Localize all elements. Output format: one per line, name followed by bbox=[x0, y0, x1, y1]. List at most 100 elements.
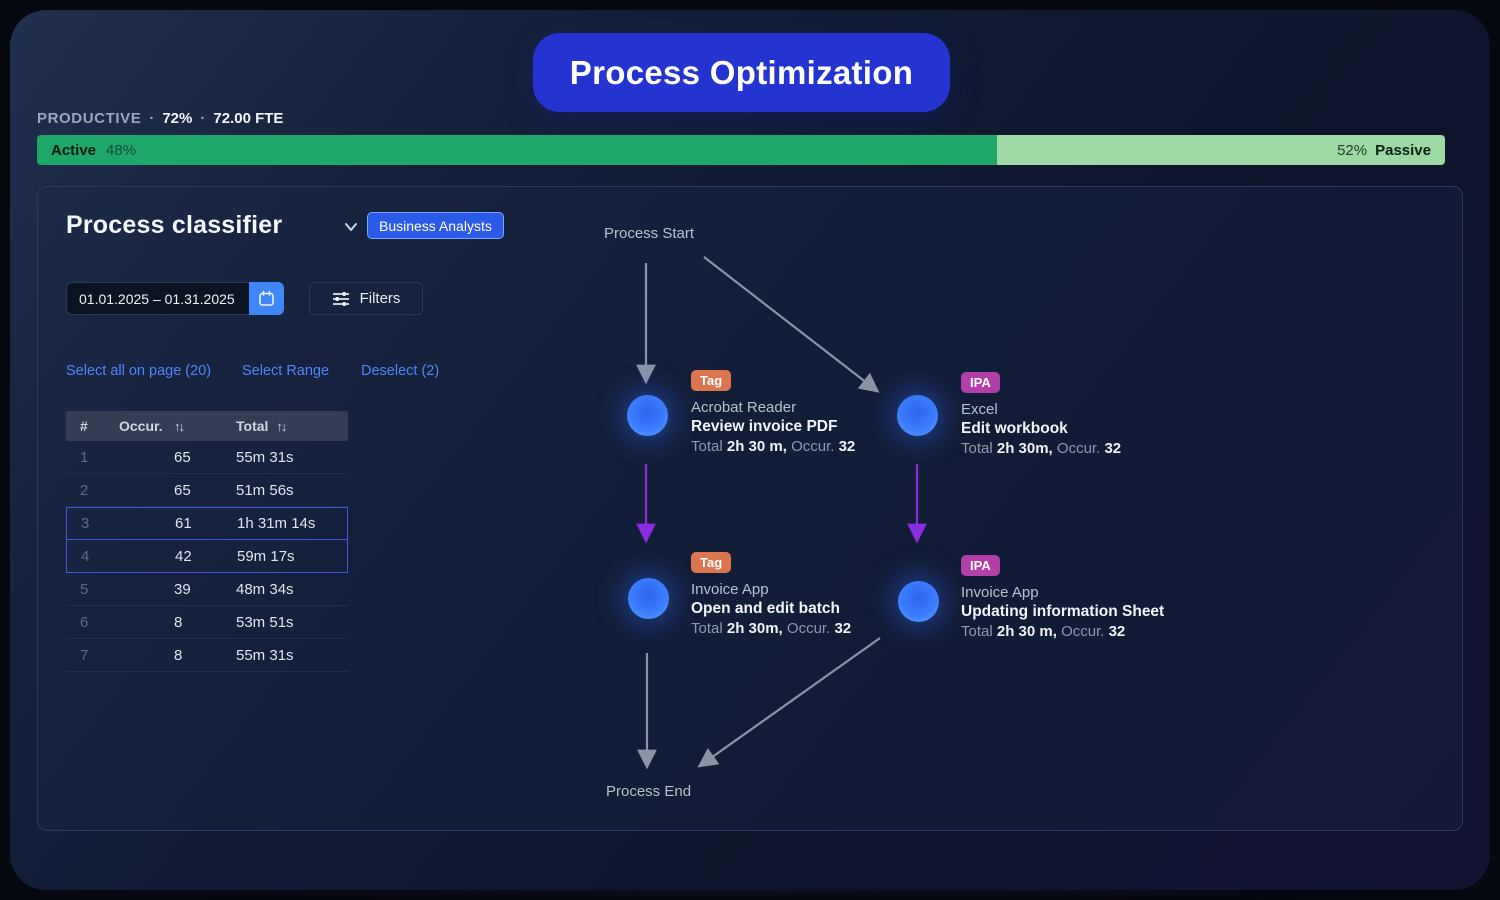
total-label: Total bbox=[691, 438, 723, 455]
flow-node-info: Tag Invoice App Open and edit batch Tota… bbox=[691, 552, 851, 639]
total-value: 2h 30 m, bbox=[726, 438, 787, 455]
occur-value: 42 bbox=[175, 547, 192, 565]
sort-total-icon[interactable]: ↑↓ bbox=[276, 418, 287, 434]
total-value: 48m 34s bbox=[236, 580, 294, 598]
date-range-input[interactable]: 01.01.2025 – 01.31.2025 bbox=[66, 282, 249, 315]
row-index: 3 bbox=[81, 515, 90, 532]
occur-value: 32 bbox=[1108, 623, 1126, 640]
chevron-down-icon[interactable] bbox=[341, 217, 361, 237]
productive-summary: PRODUCTIVE · 72% · 72.00 FTE bbox=[37, 110, 283, 127]
occur-value: 8 bbox=[174, 646, 183, 664]
occur-value: 32 bbox=[834, 620, 852, 637]
flow-node-circle[interactable] bbox=[897, 395, 938, 436]
filters-label: Filters bbox=[359, 290, 401, 307]
occur-value: 32 bbox=[838, 438, 856, 455]
date-range-picker: 01.01.2025 – 01.31.2025 bbox=[66, 282, 284, 315]
table-row[interactable]: 1 65 55m 31s bbox=[66, 441, 348, 474]
occurrence-table: # Occur. ↑↓ Total ↑↓ 1 65 55m 31s 2 65 5… bbox=[66, 411, 348, 672]
node-action: Review invoice PDF bbox=[691, 418, 838, 435]
header-occur: Occur. bbox=[119, 418, 163, 434]
page-title-text: Process Optimization bbox=[569, 53, 914, 91]
total-value: 2h 30m, bbox=[996, 440, 1053, 457]
header-index: # bbox=[80, 418, 88, 434]
node-meta: Total 2h 30 m, Occur. 32 bbox=[691, 437, 855, 457]
table-header: # Occur. ↑↓ Total ↑↓ bbox=[66, 411, 348, 441]
row-index: 7 bbox=[80, 646, 89, 664]
passive-label: Passive bbox=[1375, 141, 1431, 159]
occur-value: 65 bbox=[174, 448, 191, 466]
node-app-name: Invoice App bbox=[691, 581, 769, 598]
tag-badge: Tag bbox=[691, 370, 732, 391]
separator-dot: · bbox=[149, 110, 155, 127]
flow-node-info: Tag Acrobat Reader Review invoice PDF To… bbox=[691, 370, 855, 457]
occur-value: 61 bbox=[175, 515, 192, 532]
total-label: Total bbox=[691, 620, 723, 637]
group-selector-label: Business Analysts bbox=[379, 217, 492, 234]
select-all-link[interactable]: Select all on page (20) bbox=[66, 363, 212, 379]
filters-button[interactable]: Filters bbox=[309, 282, 423, 315]
active-percent: 48% bbox=[106, 141, 137, 159]
table-row[interactable]: 5 39 48m 34s bbox=[66, 573, 348, 606]
calendar-button[interactable] bbox=[249, 282, 284, 315]
node-app-name: Invoice App bbox=[961, 584, 1039, 601]
sort-occur-icon[interactable]: ↑↓ bbox=[174, 418, 185, 434]
productive-percent: 72% bbox=[162, 110, 193, 127]
occur-label: Occur. bbox=[1056, 440, 1101, 457]
row-index: 6 bbox=[80, 613, 89, 631]
ipa-badge: IPA bbox=[961, 372, 1000, 393]
active-segment: Active 48% bbox=[37, 135, 998, 165]
fte-value: 72.00 FTE bbox=[213, 110, 284, 127]
total-value: 2h 30 m, bbox=[996, 623, 1057, 640]
occur-value: 39 bbox=[174, 580, 191, 598]
app-window: Process Optimization PRODUCTIVE · 72% · … bbox=[10, 10, 1490, 890]
table-row[interactable]: 3 61 1h 31m 14s bbox=[66, 507, 348, 540]
table-row[interactable]: 6 8 53m 51s bbox=[66, 606, 348, 639]
select-range-link[interactable]: Select Range bbox=[242, 363, 330, 379]
occur-label: Occur. bbox=[786, 620, 831, 637]
total-label: Total bbox=[961, 440, 993, 457]
page-title: Process Optimization bbox=[533, 33, 950, 112]
total-value: 55m 31s bbox=[236, 448, 294, 466]
ipa-badge: IPA bbox=[961, 555, 1000, 576]
table-row[interactable]: 4 42 59m 17s bbox=[66, 540, 348, 573]
process-classifier-panel: Process classifier Business Analysts 01.… bbox=[37, 186, 1463, 831]
total-value: 55m 31s bbox=[236, 646, 294, 664]
occur-label: Occur. bbox=[791, 438, 835, 455]
flow-node-circle[interactable] bbox=[898, 581, 939, 622]
total-value: 1h 31m 14s bbox=[237, 515, 316, 532]
node-meta: Total 2h 30m, Occur. 32 bbox=[691, 619, 851, 639]
process-end-label: Process End bbox=[606, 783, 692, 800]
table-row[interactable]: 2 65 51m 56s bbox=[66, 474, 348, 507]
node-meta: Total 2h 30m, Occur. 32 bbox=[961, 439, 1121, 459]
separator-dot: · bbox=[200, 110, 206, 127]
productive-label: PRODUCTIVE bbox=[37, 110, 142, 127]
row-index: 4 bbox=[81, 547, 90, 565]
panel-title: Process classifier bbox=[66, 211, 283, 239]
deselect-link[interactable]: Deselect (2) bbox=[361, 363, 440, 379]
occur-value: 8 bbox=[174, 613, 183, 631]
flow-node-circle[interactable] bbox=[628, 578, 669, 619]
node-action: Open and edit batch bbox=[691, 600, 840, 617]
node-app-name: Excel bbox=[961, 401, 998, 418]
activity-progress-bar: Active 48% 52% Passive bbox=[37, 135, 1445, 165]
row-index: 2 bbox=[80, 481, 89, 499]
occur-label: Occur. bbox=[1061, 623, 1105, 640]
flow-node-info: IPA Excel Edit workbook Total 2h 30m, Oc… bbox=[961, 372, 1121, 459]
flow-node-circle[interactable] bbox=[627, 395, 668, 436]
node-action: Edit workbook bbox=[961, 420, 1068, 437]
total-label: Total bbox=[961, 623, 993, 640]
node-app-name: Acrobat Reader bbox=[691, 399, 797, 416]
total-value: 53m 51s bbox=[236, 613, 294, 631]
header-total: Total bbox=[236, 418, 269, 434]
node-action: Updating information Sheet bbox=[961, 603, 1165, 620]
passive-segment: 52% Passive bbox=[997, 135, 1445, 165]
group-selector-button[interactable]: Business Analysts bbox=[367, 212, 504, 239]
calendar-icon bbox=[259, 290, 274, 306]
total-value: 59m 17s bbox=[237, 547, 295, 565]
total-value: 2h 30m, bbox=[726, 620, 783, 637]
occur-value: 65 bbox=[174, 481, 191, 499]
flow-node-info: IPA Invoice App Updating information She… bbox=[961, 555, 1164, 642]
row-index: 1 bbox=[80, 448, 89, 466]
table-row[interactable]: 7 8 55m 31s bbox=[66, 639, 348, 672]
occur-value: 32 bbox=[1104, 440, 1122, 457]
